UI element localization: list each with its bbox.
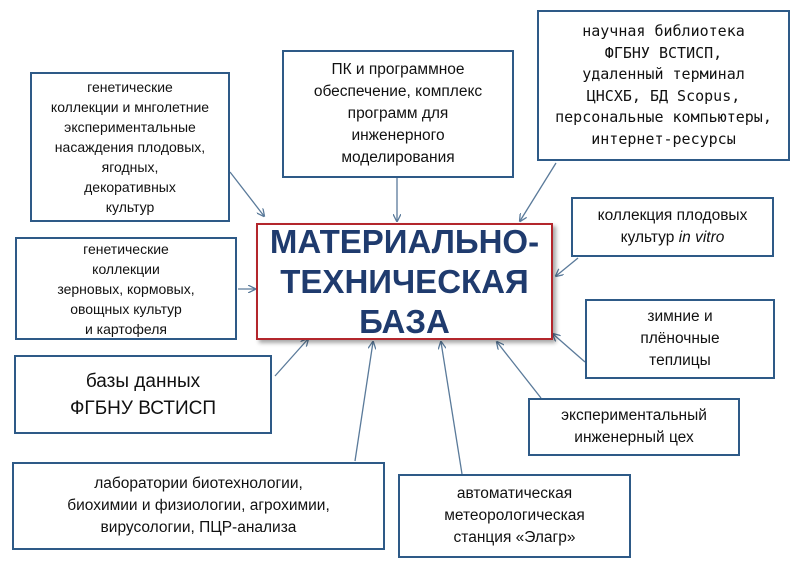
arrow-library [520, 162, 557, 221]
center-node-label: МАТЕРИАЛЬНО- ТЕХНИЧЕСКАЯ БАЗА [269, 222, 540, 340]
arrow-workshop [497, 342, 542, 399]
node-workshop: экспериментальный инженерный цех [528, 398, 740, 456]
node-grain-collections: генетические коллекции зерновых, кормовы… [15, 237, 237, 340]
arrow-in-vitro [556, 257, 579, 276]
node-in-vitro-label: коллекция плодовых культур in vitro [598, 205, 748, 249]
arrow-databases [274, 339, 308, 377]
arrow-laboratories [354, 342, 373, 462]
node-databases-label: базы данных ФГБНУ ВСТИСП [69, 370, 217, 419]
node-library-label: научная библиотека ФГБНУ ВСТИСП, удаленн… [555, 22, 772, 148]
node-in-vitro-text: коллекция плодовых культур [597, 207, 748, 246]
node-software: ПК и программное обеспечение, комплекс п… [282, 50, 514, 178]
node-workshop-label: экспериментальный инженерный цех [561, 407, 707, 446]
node-grain-collections-label: генетические коллекции зерновых, кормовы… [57, 240, 195, 337]
node-library: научная библиотека ФГБНУ ВСТИСП, удаленн… [537, 10, 790, 161]
center-node-material-base: МАТЕРИАЛЬНО- ТЕХНИЧЕСКАЯ БАЗА [256, 223, 553, 340]
node-greenhouses-label: зимние и плёночные теплицы [640, 308, 720, 369]
node-in-vitro: коллекция плодовых культур in vitro [571, 197, 774, 257]
arrow-weather-station [441, 342, 463, 475]
node-software-label: ПК и программное обеспечение, комплекс п… [313, 61, 483, 166]
node-fruit-collections-label: генетические коллекции и мнголетние эксп… [50, 79, 210, 215]
arrow-fruit-collections [229, 171, 264, 216]
node-greenhouses: зимние и плёночные теплицы [585, 299, 775, 379]
node-laboratories: лаборатории биотехнологии, биохимии и фи… [12, 462, 385, 550]
node-in-vitro-italic: in vitro [678, 229, 725, 246]
node-fruit-collections: генетические коллекции и мнголетние эксп… [30, 72, 230, 222]
arrow-greenhouses [553, 334, 586, 363]
node-databases: базы данных ФГБНУ ВСТИСП [14, 355, 272, 434]
node-weather-station-label: автоматическая метеорологическая станция… [444, 485, 585, 546]
node-laboratories-label: лаборатории биотехнологии, биохимии и фи… [67, 475, 330, 536]
node-weather-station: автоматическая метеорологическая станция… [398, 474, 631, 558]
